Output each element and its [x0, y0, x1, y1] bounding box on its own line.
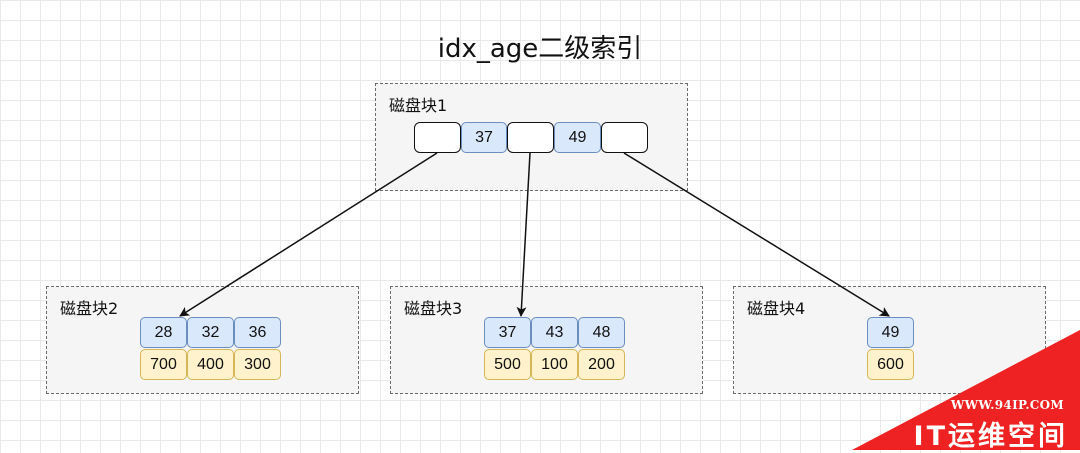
leaf-2-key-2: 32	[187, 317, 234, 348]
arrow-to-block-4	[623, 152, 890, 317]
leaf-4-key-1: 49	[867, 317, 914, 348]
leaf-block-2-label: 磁盘块2	[60, 299, 119, 318]
leaf-4-value-1: 600	[867, 349, 914, 380]
root-pointer-1	[414, 122, 461, 153]
root-pointer-2	[507, 122, 554, 153]
leaf-2-key-1: 28	[140, 317, 187, 348]
root-key-2: 49	[554, 122, 601, 153]
leaf-2-value-1: 700	[140, 349, 187, 380]
leaf-2-value-3: 300	[234, 349, 281, 380]
leaf-2-key-3: 36	[234, 317, 281, 348]
leaf-3-value-3: 200	[578, 349, 625, 380]
watermark-brand: IT运维空间	[913, 421, 1068, 452]
arrow-to-block-3	[516, 152, 531, 317]
arrow-to-block-2	[179, 152, 438, 317]
leaf-block-4-label: 磁盘块4	[747, 299, 806, 318]
leaf-3-value-2: 100	[531, 349, 578, 380]
leaf-block-3-label: 磁盘块3	[404, 299, 463, 318]
watermark-url: WWW.94IP.COM	[950, 398, 1064, 412]
root-key-1: 37	[461, 122, 507, 153]
diagram-title: idx_age二级索引	[437, 34, 643, 64]
leaf-3-key-3: 48	[578, 317, 625, 348]
leaf-2-value-2: 400	[187, 349, 234, 380]
root-block-label: 磁盘块1	[389, 96, 448, 115]
leaf-3-key-2: 43	[531, 317, 578, 348]
leaf-3-key-1: 37	[484, 317, 531, 348]
leaf-3-value-1: 500	[484, 349, 531, 380]
